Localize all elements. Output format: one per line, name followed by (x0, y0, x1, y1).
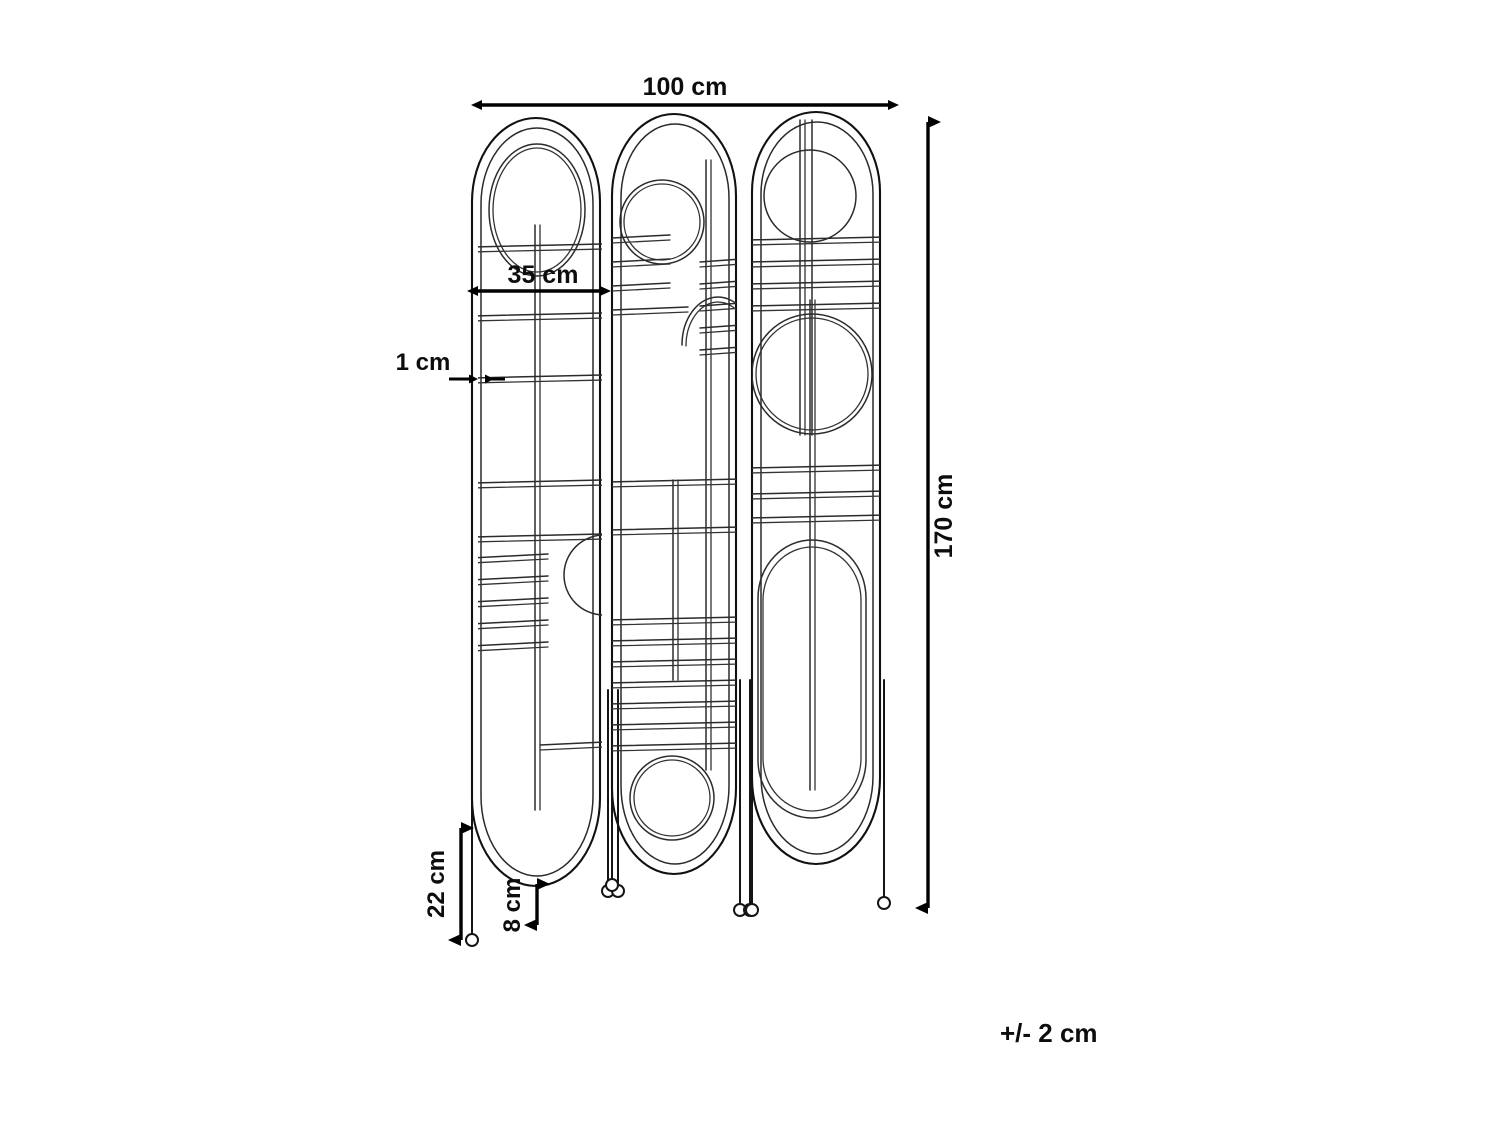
dimension-clearance-8cm: 8 cm (499, 878, 550, 933)
middle-panel-frame-outer (610, 113, 738, 875)
dimension-width-100cm: 100 cm (471, 73, 899, 110)
middle-panel-details (612, 159, 736, 841)
middle-panel (605, 113, 757, 917)
right-panel-large-circle (752, 313, 873, 435)
left-panel-ellipse-inner (492, 147, 582, 273)
dimension-panel-width-35cm: 35 cm (467, 261, 611, 296)
dimension-leg-22cm: 22 cm (423, 822, 474, 946)
right-panel-capsule (757, 539, 867, 819)
middle-panel-upper-circle-inner (623, 183, 701, 261)
right-panel-details (752, 119, 880, 819)
width-dim-label: 100 cm (643, 73, 728, 101)
middle-panel-upper-circle (619, 179, 705, 265)
right-panel-frame-outer (750, 110, 882, 865)
clearance-dim-label: 8 cm (499, 878, 526, 933)
tolerance-note: +/- 2 cm (1000, 1018, 1098, 1048)
height-dim-label: 170 cm (930, 474, 958, 559)
tube-dim-label: 1 cm (396, 349, 451, 376)
dimension-height-170cm: 170 cm (915, 116, 958, 914)
right-panel (745, 110, 891, 917)
leg-dim-label: 22 cm (423, 850, 450, 918)
middle-panel-frame-inner (620, 123, 730, 865)
right-panel-large-circle-inner (755, 317, 869, 431)
left-panel-ellipse (488, 143, 586, 277)
left-panel-frame-inner (480, 127, 594, 877)
panel-width-dim-label: 35 cm (508, 261, 579, 289)
left-panel-frame-outer (470, 117, 602, 888)
right-panel-top-circle (763, 149, 857, 243)
right-panel-capsule-inner (762, 546, 862, 812)
middle-panel-lower-circle (629, 755, 715, 841)
left-panel-circle (563, 534, 602, 616)
middle-panel-lower-circle-inner (633, 759, 711, 837)
middle-panel-legs (605, 679, 757, 917)
right-panel-legs (745, 679, 891, 917)
right-panel-frame-inner (760, 121, 874, 855)
dimension-tube-1cm: 1 cm (396, 349, 505, 384)
